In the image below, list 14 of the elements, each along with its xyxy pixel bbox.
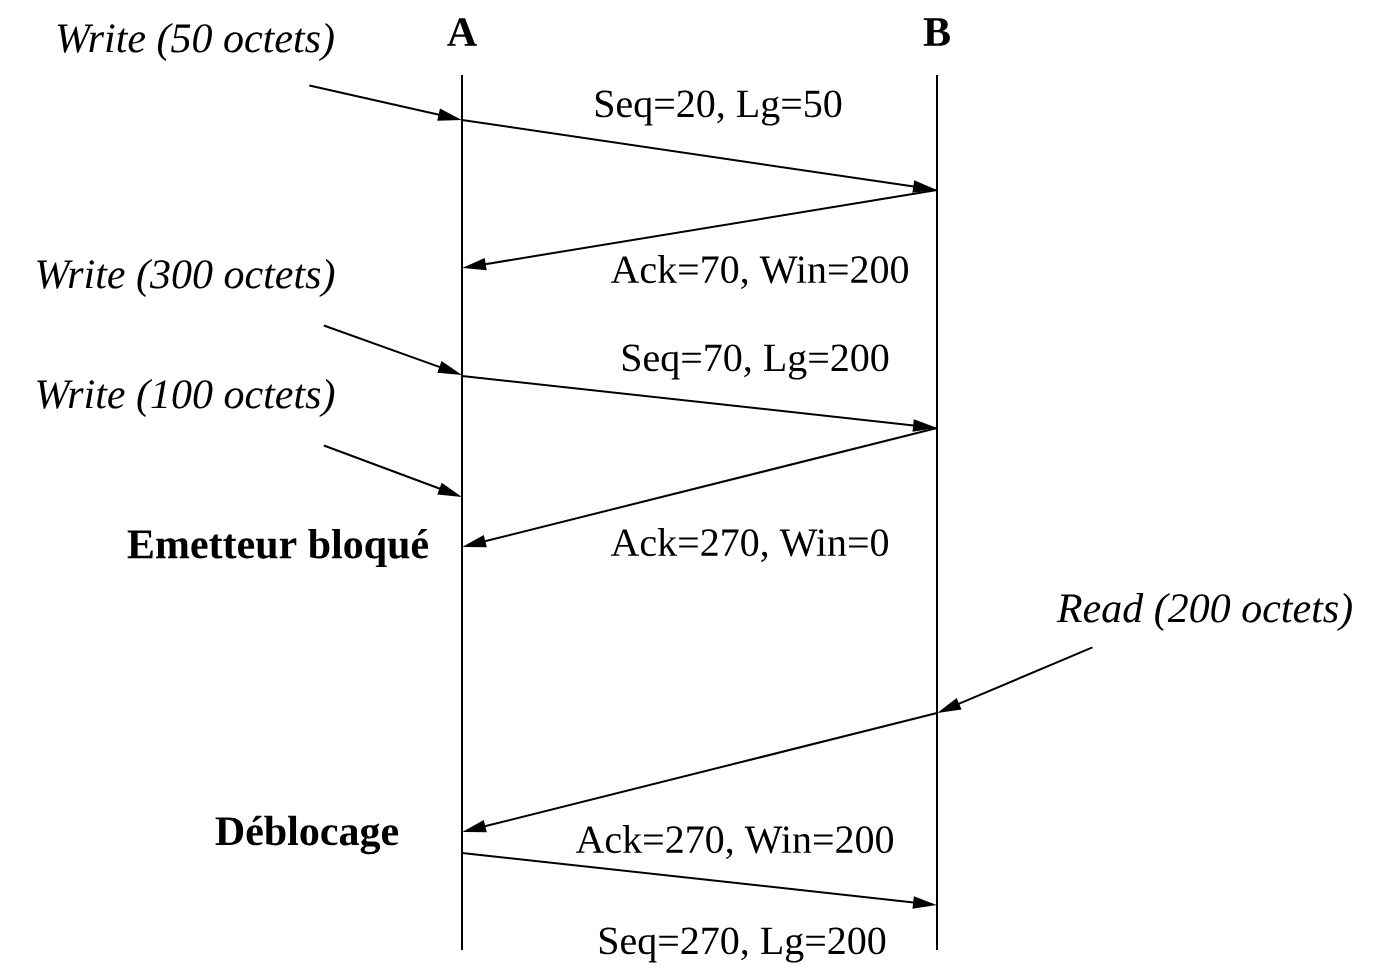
edge-label: Seq=70, Lg=200 (618, 342, 892, 382)
edge-label: Ack=270, Win=0 (608, 526, 892, 564)
edge-label: Seq=270, Lg=200 (595, 925, 889, 965)
edge-label: Ack=270, Win=200 (573, 823, 897, 861)
call-label: Write (300 octets) (37, 258, 335, 298)
participant-label: B (923, 18, 950, 46)
state-label: Déblocage (215, 815, 399, 855)
participant-label: A (447, 18, 477, 46)
state-label: Emetteur bloqué (127, 528, 428, 568)
edge-label: Seq=20, Lg=50 (591, 88, 845, 128)
call-label: Write (50 octets) (57, 22, 334, 62)
call-label: Read (200 octets) (1056, 592, 1352, 632)
edge-label: Ack=70, Win=200 (608, 253, 912, 291)
call-label: Write (100 octets) (37, 378, 335, 418)
